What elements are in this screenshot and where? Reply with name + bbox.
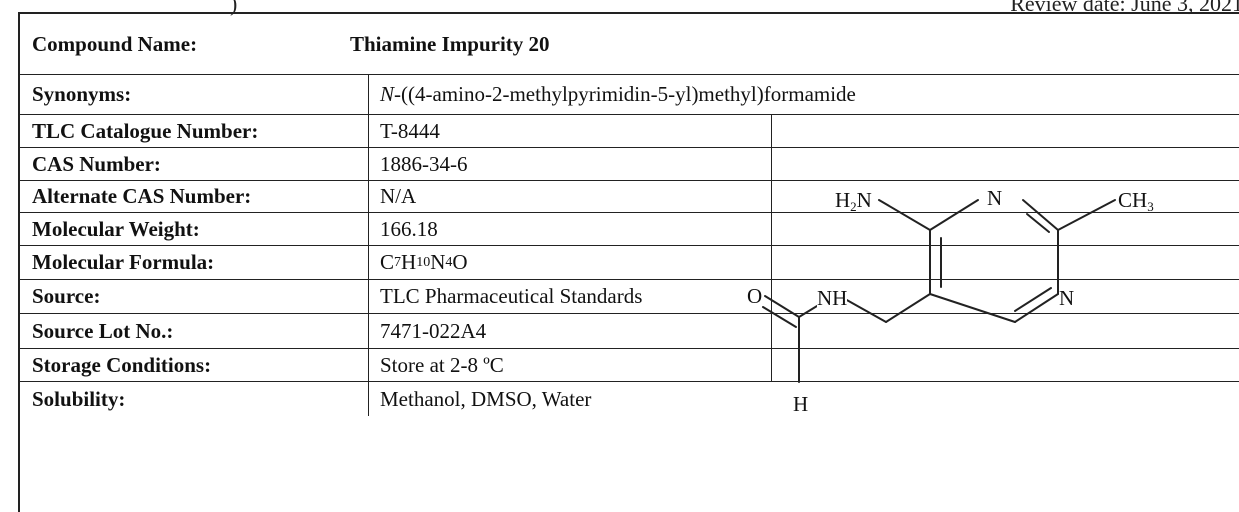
bond-c2-ch3: [1057, 199, 1116, 231]
compound-name-label: Compound Name:: [32, 31, 198, 56]
catalogue-row: TLC Catalogue Number: T-8444: [20, 115, 1239, 148]
cas-row: CAS Number: 1886-34-6: [20, 148, 1239, 181]
bond-n3-c2-double: [1026, 213, 1050, 233]
bond-c4-nh2: [878, 199, 931, 231]
catalogue-value: T-8444: [369, 115, 772, 147]
synonyms-rest: -((4-amino-2-methylpyrimidin-5-yl)methyl…: [394, 82, 856, 106]
chemical-structure: H2N N CH3 N O NH H: [747, 142, 1239, 439]
synonyms-label: Synonyms:: [20, 75, 369, 114]
formula-label: Molecular Formula:: [20, 246, 369, 279]
mw-label: Molecular Weight:: [20, 213, 369, 245]
amide-nh: NH: [817, 286, 848, 310]
header-fragment-left: ): [230, 0, 238, 16]
storage-label: Storage Conditions:: [20, 349, 369, 381]
synonyms-prefix: N: [380, 82, 395, 106]
ring-nitrogen-right: N: [1059, 286, 1075, 310]
bond-c-o: [764, 295, 800, 318]
cas-value: 1886-34-6: [369, 148, 772, 180]
compound-name-row: Compound Name: Thiamine Impurity 20: [20, 14, 1239, 75]
alt-cas-row: Alternate CAS Number: N/A: [20, 181, 1239, 213]
storage-row: Storage Conditions: Store at 2-8 ºC: [20, 349, 1239, 382]
formula-o: O: [452, 250, 468, 274]
mw-value: 166.18: [369, 213, 772, 245]
formula-n: N: [430, 250, 446, 274]
bond-c5-ch2: [885, 293, 931, 323]
methyl-label: CH3: [1118, 188, 1154, 214]
bond-c-o-double: [762, 306, 797, 328]
alt-cas-label: Alternate CAS Number:: [20, 181, 369, 212]
lot-label: Source Lot No.:: [20, 314, 369, 348]
compound-data-table: Compound Name: Thiamine Impurity 20 Syno…: [18, 12, 1239, 512]
bond-n1-c6: [1014, 293, 1059, 323]
structure-bonds: [762, 199, 1116, 383]
solubility-label: Solubility:: [20, 382, 369, 416]
bond-c4-n3: [929, 199, 979, 231]
formyl-hydrogen: H: [793, 392, 809, 416]
cas-label: CAS Number:: [20, 148, 369, 180]
amine-label: H2N: [835, 188, 872, 214]
lot-row: Source Lot No.: 7471-022A4: [20, 314, 1239, 349]
storage-value: Store at 2-8 ºC: [369, 349, 772, 381]
bond-ch2-nh: [844, 298, 887, 323]
compound-name-value: Thiamine Impurity 20: [350, 31, 550, 56]
amide-oxygen: O: [747, 284, 763, 308]
formula-c: C: [380, 250, 395, 274]
source-label: Source:: [20, 280, 369, 313]
synonyms-value: N-((4-amino-2-methylpyrimidin-5-yl)methy…: [369, 75, 856, 114]
formula-h: H: [401, 250, 417, 274]
lot-value: 7471-022A4: [369, 314, 772, 348]
alt-cas-value: N/A: [369, 181, 772, 212]
bond-n3-c2: [1022, 199, 1059, 231]
solubility-row: Solubility: Methanol, DMSO, Water: [20, 382, 1239, 416]
ring-nitrogen-top: N: [987, 186, 1003, 210]
mw-row: Molecular Weight: 166.18: [20, 213, 1239, 246]
catalogue-label: TLC Catalogue Number:: [20, 115, 369, 147]
bond-c6-c5: [929, 293, 1016, 323]
synonyms-row: Synonyms: N-((4-amino-2-methylpyrimidin-…: [20, 75, 1239, 115]
source-row: Source: TLC Pharmaceutical Standards: [20, 280, 1239, 314]
bond-n1-c6-double: [1014, 287, 1052, 312]
bond-nh-c: [798, 305, 818, 318]
solubility-value: Methanol, DMSO, Water: [380, 386, 592, 411]
source-value: TLC Pharmaceutical Standards: [369, 280, 772, 313]
